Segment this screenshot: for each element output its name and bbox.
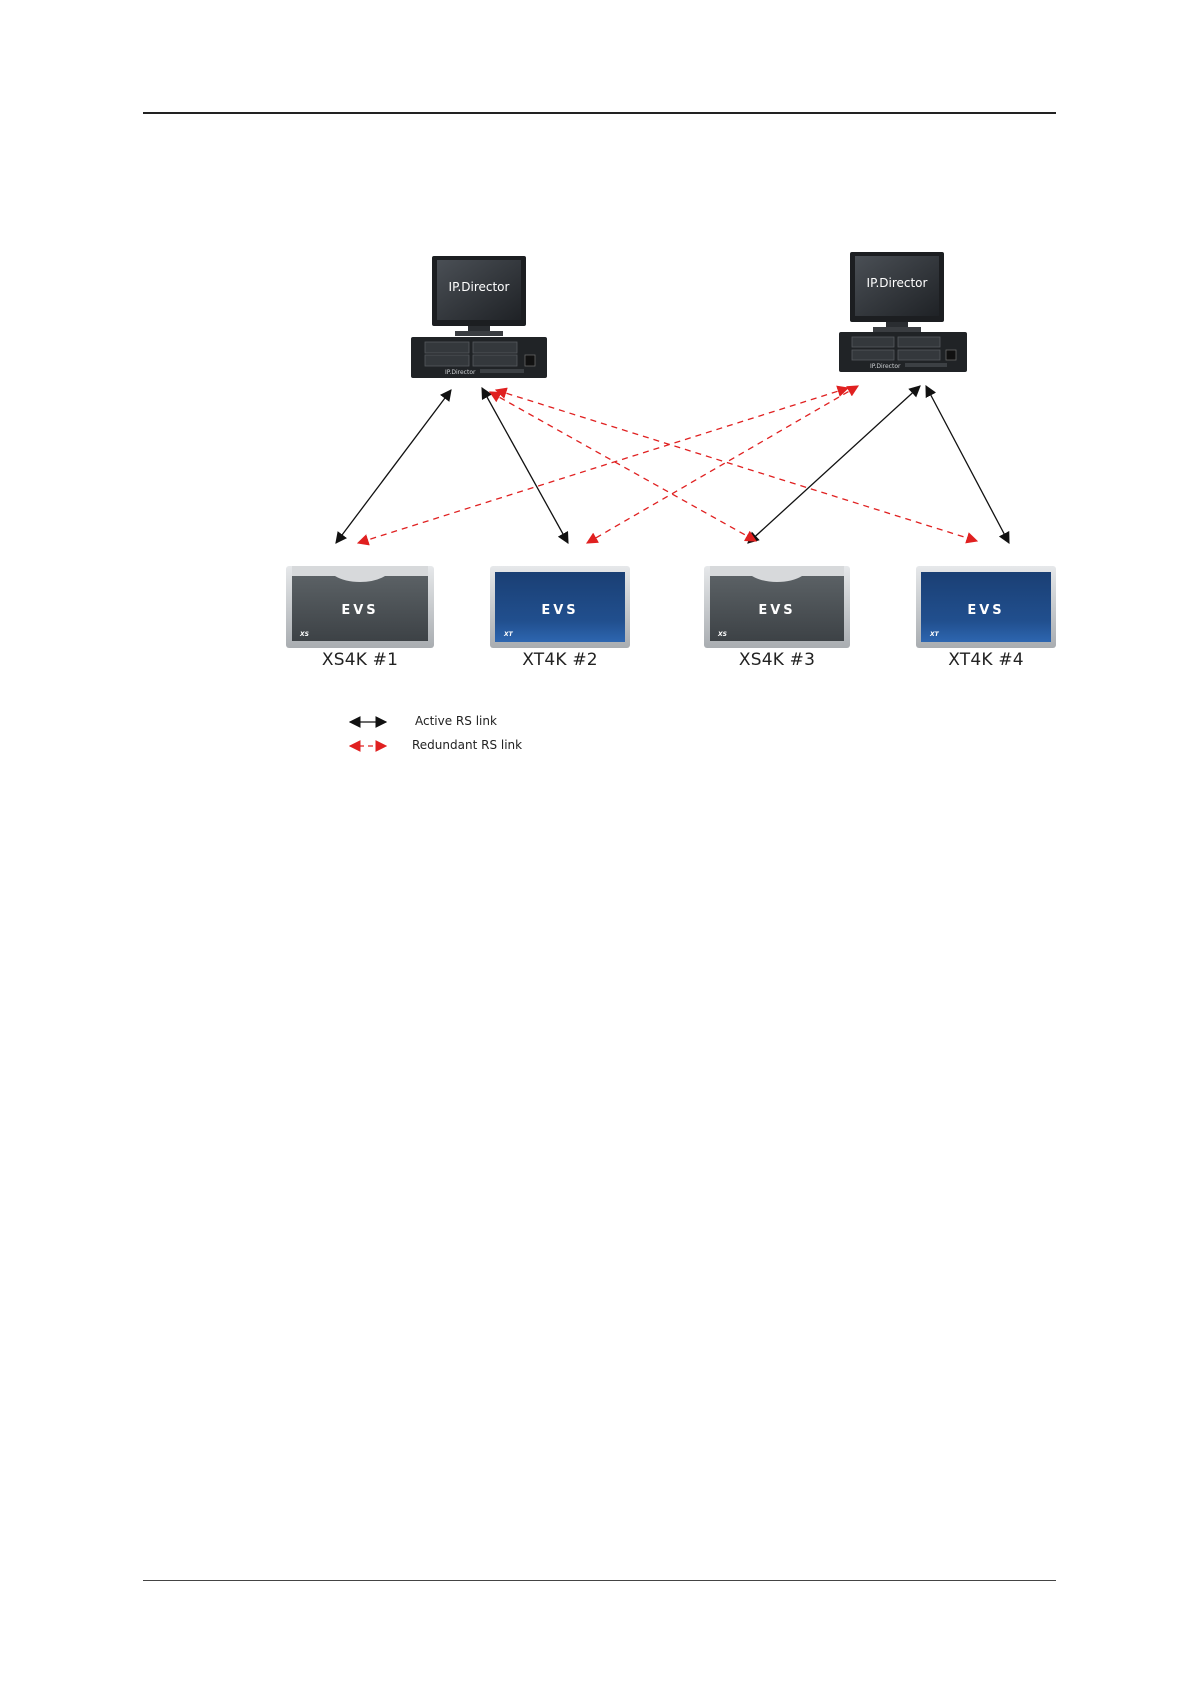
- front-slot: [905, 363, 947, 367]
- evs-server-4[interactable]: EVS XT: [916, 566, 1056, 648]
- servers-layer: EVS XS EVS XT EVS XS EVS XT: [286, 566, 1056, 648]
- drive-bay: [898, 337, 940, 347]
- drive-bay: [473, 342, 517, 353]
- power-button: [946, 350, 956, 360]
- footer-rule: [143, 1580, 1056, 1581]
- monitor-base: [455, 331, 503, 336]
- evs-server-1[interactable]: EVS XS: [286, 566, 434, 648]
- evs-server-3[interactable]: EVS XS: [704, 566, 850, 648]
- server-model-badge: XS: [717, 631, 727, 638]
- drive-bay: [852, 337, 894, 347]
- server-logo: EVS: [758, 603, 795, 618]
- drive-bay: [425, 342, 469, 353]
- server-logo: EVS: [341, 603, 378, 618]
- server-logo: EVS: [541, 603, 578, 618]
- power-button: [525, 355, 535, 366]
- active-link-ws2-srv4: [926, 386, 1009, 543]
- drive-bay: [898, 350, 940, 360]
- server-logo: EVS: [967, 603, 1004, 618]
- links-layer: [336, 386, 1009, 543]
- server-model-badge: XS: [299, 631, 309, 638]
- server-label-4: XT4K #4: [906, 650, 1066, 670]
- redundant-link-ws2-srv2: [587, 386, 858, 543]
- drive-bay: [852, 350, 894, 360]
- active-link-ws1-srv2: [482, 388, 568, 543]
- active-link-ws1-srv1: [336, 390, 451, 543]
- drive-bay: [425, 355, 469, 366]
- workstation-2[interactable]: IP.Director IP.Director: [839, 252, 967, 372]
- server-case-text: IP.Director: [870, 363, 901, 370]
- evs-server-2[interactable]: EVS XT: [490, 566, 630, 648]
- legend-redundant-label: Redundant RS link: [412, 738, 522, 752]
- server-label-1: XS4K #1: [280, 650, 440, 670]
- redundant-link-ws1-srv4: [496, 390, 977, 541]
- redundant-link-ws2-srv1: [358, 388, 848, 543]
- server-case-text: IP.Director: [445, 369, 476, 376]
- monitor-base: [873, 327, 921, 332]
- active-link-ws2-srv3: [748, 386, 920, 543]
- monitor-screen-text: IP.Director: [867, 276, 928, 290]
- server-model-badge: XT: [929, 631, 940, 638]
- monitor-screen-text: IP.Director: [449, 280, 510, 294]
- server-label-3: XS4K #3: [697, 650, 857, 670]
- front-slot: [480, 369, 524, 373]
- redundant-link-ws1-srv3: [490, 392, 756, 541]
- server-model-badge: XT: [503, 631, 514, 638]
- drive-bay: [473, 355, 517, 366]
- legend-active-label: Active RS link: [415, 714, 497, 728]
- server-label-2: XT4K #2: [480, 650, 640, 670]
- workstation-1[interactable]: IP.Director IP.Director: [411, 256, 547, 378]
